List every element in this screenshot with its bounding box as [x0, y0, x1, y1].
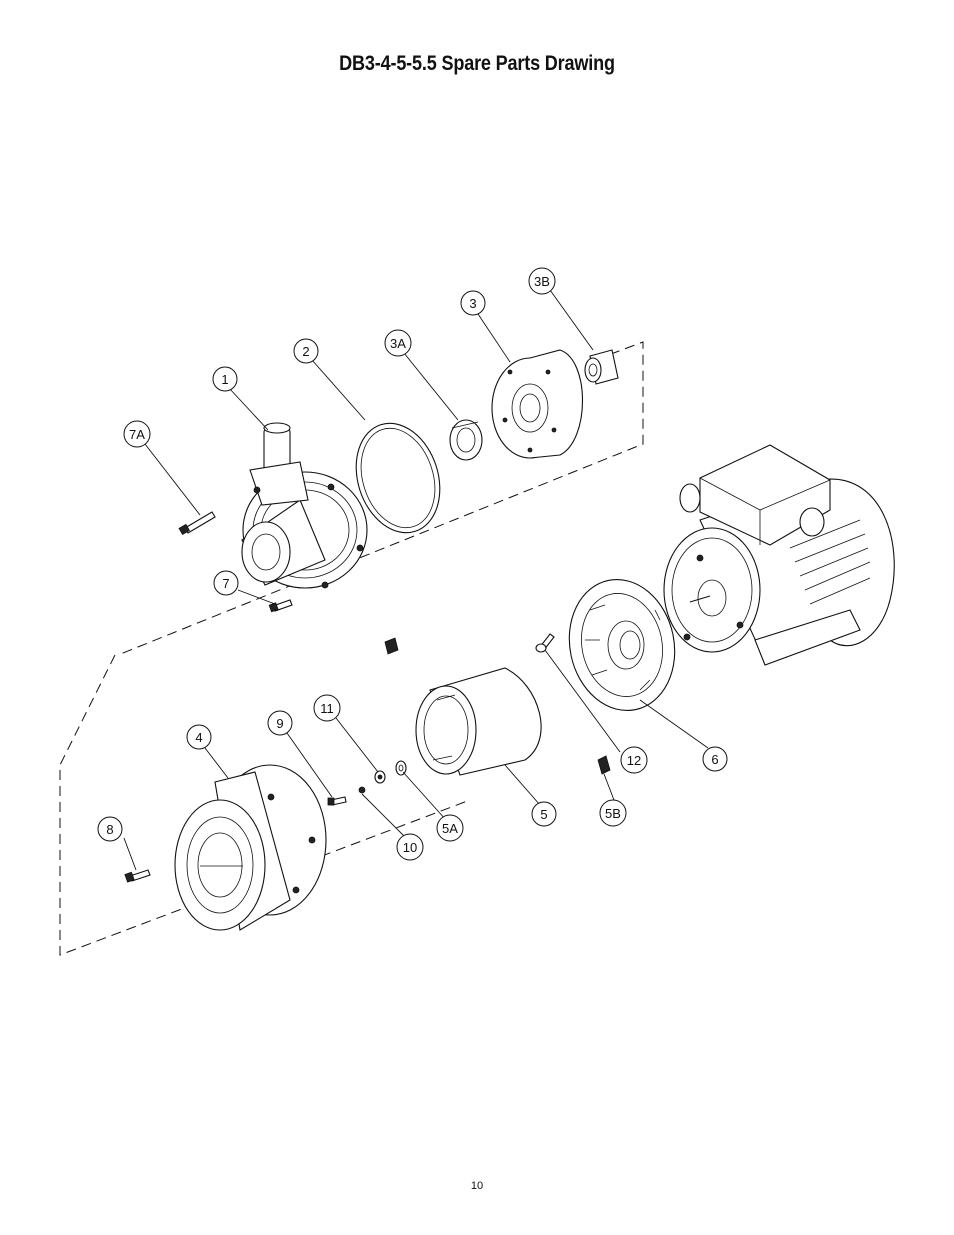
svg-text:7: 7	[222, 576, 229, 591]
callout-5: 5	[531, 801, 557, 827]
callout-3: 3	[460, 290, 486, 316]
svg-text:5A: 5A	[442, 821, 458, 836]
stud-part	[384, 637, 399, 655]
set-screw-part	[597, 755, 611, 775]
magnet-drive-cup-part	[415, 667, 542, 776]
seal-ring-part	[449, 419, 483, 461]
callout-12: 12	[620, 746, 648, 774]
callout-9: 9	[267, 710, 293, 736]
callout-11: 11	[313, 694, 341, 722]
screw-part	[268, 599, 293, 613]
callout-7: 7	[213, 570, 239, 596]
svg-text:7A: 7A	[129, 427, 145, 442]
callout-5a: 5A	[436, 814, 464, 842]
svg-text:2: 2	[302, 344, 309, 359]
adapter-flange-part	[568, 578, 676, 712]
svg-text:4: 4	[195, 730, 202, 745]
motor-part	[663, 444, 895, 666]
svg-text:12: 12	[627, 753, 641, 768]
svg-text:11: 11	[320, 701, 334, 716]
svg-text:1: 1	[221, 372, 228, 387]
nut-part	[358, 786, 366, 794]
svg-text:8: 8	[106, 822, 113, 837]
callout-3a: 3A	[384, 329, 412, 357]
callout-10: 10	[396, 833, 424, 861]
bushing-part	[584, 349, 619, 385]
callout-5b: 5B	[599, 799, 627, 827]
flat-screw-part	[535, 633, 555, 653]
svg-text:6: 6	[711, 752, 718, 767]
bearing-flange-part	[491, 349, 583, 459]
callout-2: 2	[293, 338, 319, 364]
svg-text:5: 5	[540, 807, 547, 822]
o-ring-part	[355, 422, 441, 534]
svg-text:9: 9	[276, 716, 283, 731]
callout-8: 8	[97, 816, 123, 842]
long-screw-part	[178, 511, 216, 536]
callout-7a: 7A	[123, 420, 151, 448]
svg-text:10: 10	[403, 840, 417, 855]
svg-text:3: 3	[469, 296, 476, 311]
spring-washer-part	[395, 760, 407, 776]
washer-part	[374, 770, 386, 784]
callout-3b: 3B	[528, 267, 556, 295]
svg-text:3B: 3B	[534, 274, 550, 289]
svg-text:3A: 3A	[390, 336, 406, 351]
pump-casing-part	[241, 422, 368, 589]
callout-6: 6	[702, 746, 728, 772]
svg-text:5B: 5B	[605, 806, 621, 821]
front-screw-part	[124, 869, 151, 883]
leader-lines	[123, 289, 709, 871]
small-screw-part	[327, 796, 347, 806]
front-housing-part	[174, 764, 327, 931]
page-title: DB3-4-5-5.5 Spare Parts Drawing	[339, 52, 615, 75]
callout-1: 1	[212, 366, 238, 392]
page-number: 10	[470, 1180, 484, 1192]
callout-4: 4	[186, 724, 212, 750]
